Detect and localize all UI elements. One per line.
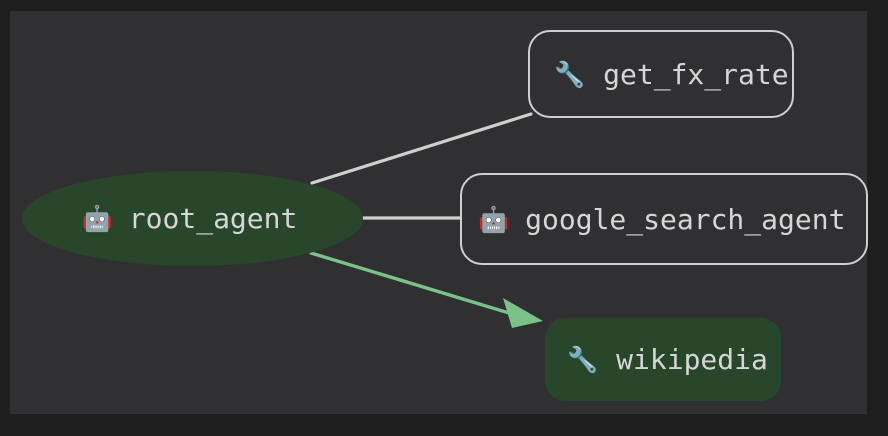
graph-node-wikipedia[interactable]: 🔧 wikipedia (545, 318, 781, 401)
graph-node-google-search-agent[interactable]: 🤖 google_search_agent (460, 173, 868, 265)
wrench-icon: 🔧 (567, 345, 599, 374)
robot-icon: 🤖 (478, 204, 510, 234)
graph-node-label: get_fx_rate (603, 57, 789, 91)
graph-node-label: root_agent (128, 202, 298, 235)
robot-icon: 🤖 (81, 204, 113, 233)
wrench-icon: 🔧 (554, 59, 586, 89)
graph-node-get-fx-rate[interactable]: 🔧 get_fx_rate (528, 30, 794, 118)
graph-node-label: wikipedia (616, 343, 768, 376)
graph-node-label: google_search_agent (525, 202, 846, 236)
graph-node-root-agent[interactable]: 🤖 root_agent (22, 171, 363, 266)
